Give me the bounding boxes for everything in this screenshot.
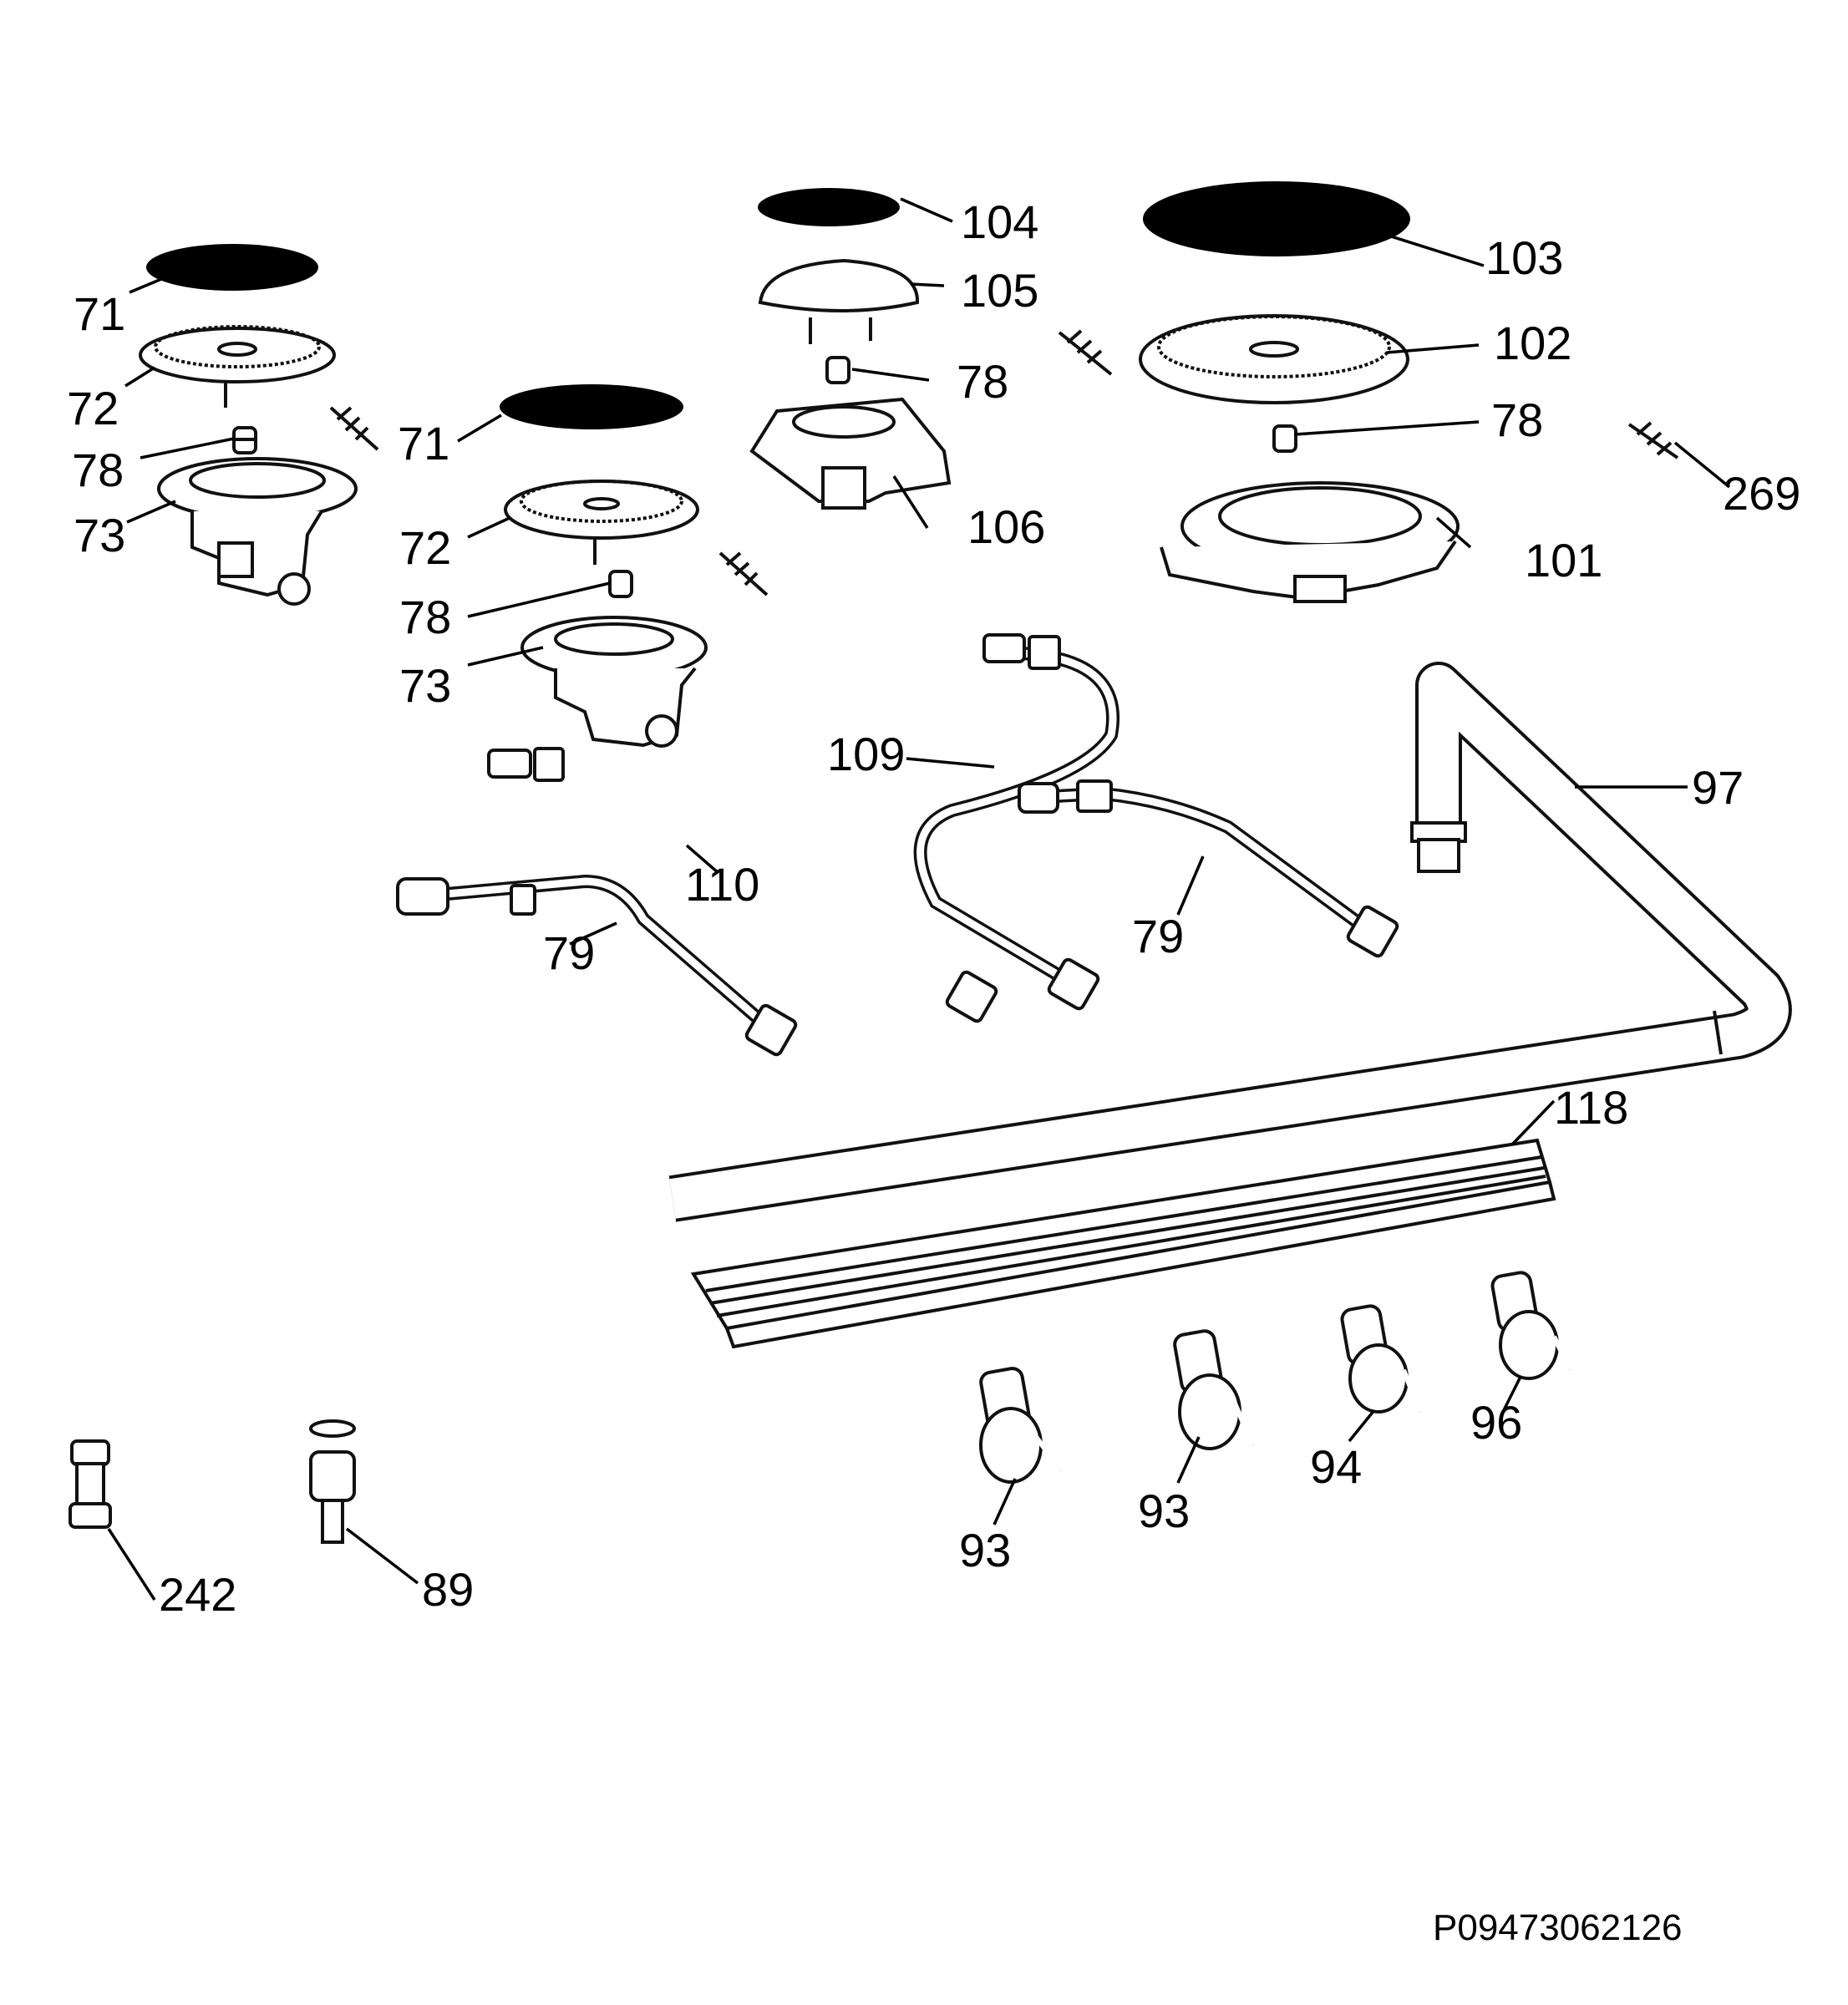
burner-cap-left [146, 244, 318, 291]
screw-symbol-4 [1627, 421, 1679, 459]
gas-pipe-79-right [1018, 779, 1399, 958]
callout-110: 110 [685, 858, 759, 911]
injector-nozzle-middle [608, 570, 633, 598]
injector-nozzle-top [825, 356, 850, 384]
burner-crown-small [758, 258, 920, 344]
callout-78-right: 78 [1491, 393, 1543, 446]
callout-89: 89 [422, 1563, 474, 1616]
gas-valve-96 [1490, 1271, 1573, 1380]
burner-cap-middle [500, 384, 683, 429]
callout-93-left: 93 [959, 1524, 1011, 1576]
callout-106: 106 [967, 500, 1045, 553]
callout-72-left: 72 [67, 382, 119, 434]
burner-crown-large [1139, 314, 1409, 404]
injector-nozzle-left-1 [232, 426, 257, 454]
part-89 [309, 1419, 356, 1544]
burner-base-middle [520, 616, 708, 748]
callout-94: 94 [1310, 1440, 1362, 1493]
callout-71-middle: 71 [398, 417, 449, 470]
burner-base-left [157, 457, 358, 606]
burner-base-small [749, 397, 952, 510]
callout-79-right: 79 [1132, 910, 1184, 962]
callout-103: 103 [1485, 231, 1563, 284]
callout-97: 97 [1692, 761, 1744, 814]
burner-base-large [1160, 481, 1460, 603]
callout-labels: 71 72 78 73 71 72 78 73 104 105 78 106 1… [67, 195, 1800, 1621]
callout-118: 118 [1554, 1081, 1628, 1134]
callout-101: 101 [1525, 534, 1602, 586]
callout-79-left: 79 [543, 926, 595, 979]
gas-pipe-109 [913, 633, 1120, 1011]
screw-symbol-1 [329, 406, 379, 451]
callout-109: 109 [827, 728, 905, 780]
callout-73-left: 73 [74, 509, 125, 561]
gas-valve-94 [1340, 1304, 1423, 1414]
gas-pipe-110 [487, 747, 998, 1023]
callout-78-top: 78 [957, 355, 1008, 408]
gas-pipe-79-left [396, 874, 798, 1057]
part-242 [69, 1439, 112, 1529]
screw-symbol-2 [718, 551, 769, 596]
valve-bracket [690, 1138, 1556, 1349]
burner-crown-middle [504, 480, 699, 565]
burner-cap-large [1143, 181, 1410, 256]
callout-78-middle: 78 [399, 591, 451, 643]
main-gas-rail [668, 662, 1792, 1222]
callout-242: 242 [159, 1568, 236, 1621]
callout-96: 96 [1470, 1396, 1522, 1449]
callout-72-middle: 72 [399, 521, 451, 574]
burner-crown-left [139, 325, 336, 408]
injector-nozzle-right [1272, 424, 1297, 453]
callout-269: 269 [1723, 467, 1800, 520]
callout-102: 102 [1494, 317, 1571, 369]
leader-lines [107, 197, 1731, 1601]
callout-104: 104 [961, 195, 1038, 248]
screw-symbol-3 [1058, 329, 1113, 376]
gas-valve-93-left [979, 1367, 1064, 1484]
callout-71-left: 71 [74, 287, 125, 340]
callout-78-left: 78 [72, 444, 124, 496]
burner-cap-small [758, 188, 900, 226]
gas-valve-93-right [1173, 1329, 1256, 1450]
callout-73-middle: 73 [399, 659, 451, 712]
callout-105: 105 [961, 264, 1038, 317]
callout-93-right: 93 [1138, 1485, 1190, 1537]
diagram-code: P09473062126 [1433, 1907, 1683, 1948]
